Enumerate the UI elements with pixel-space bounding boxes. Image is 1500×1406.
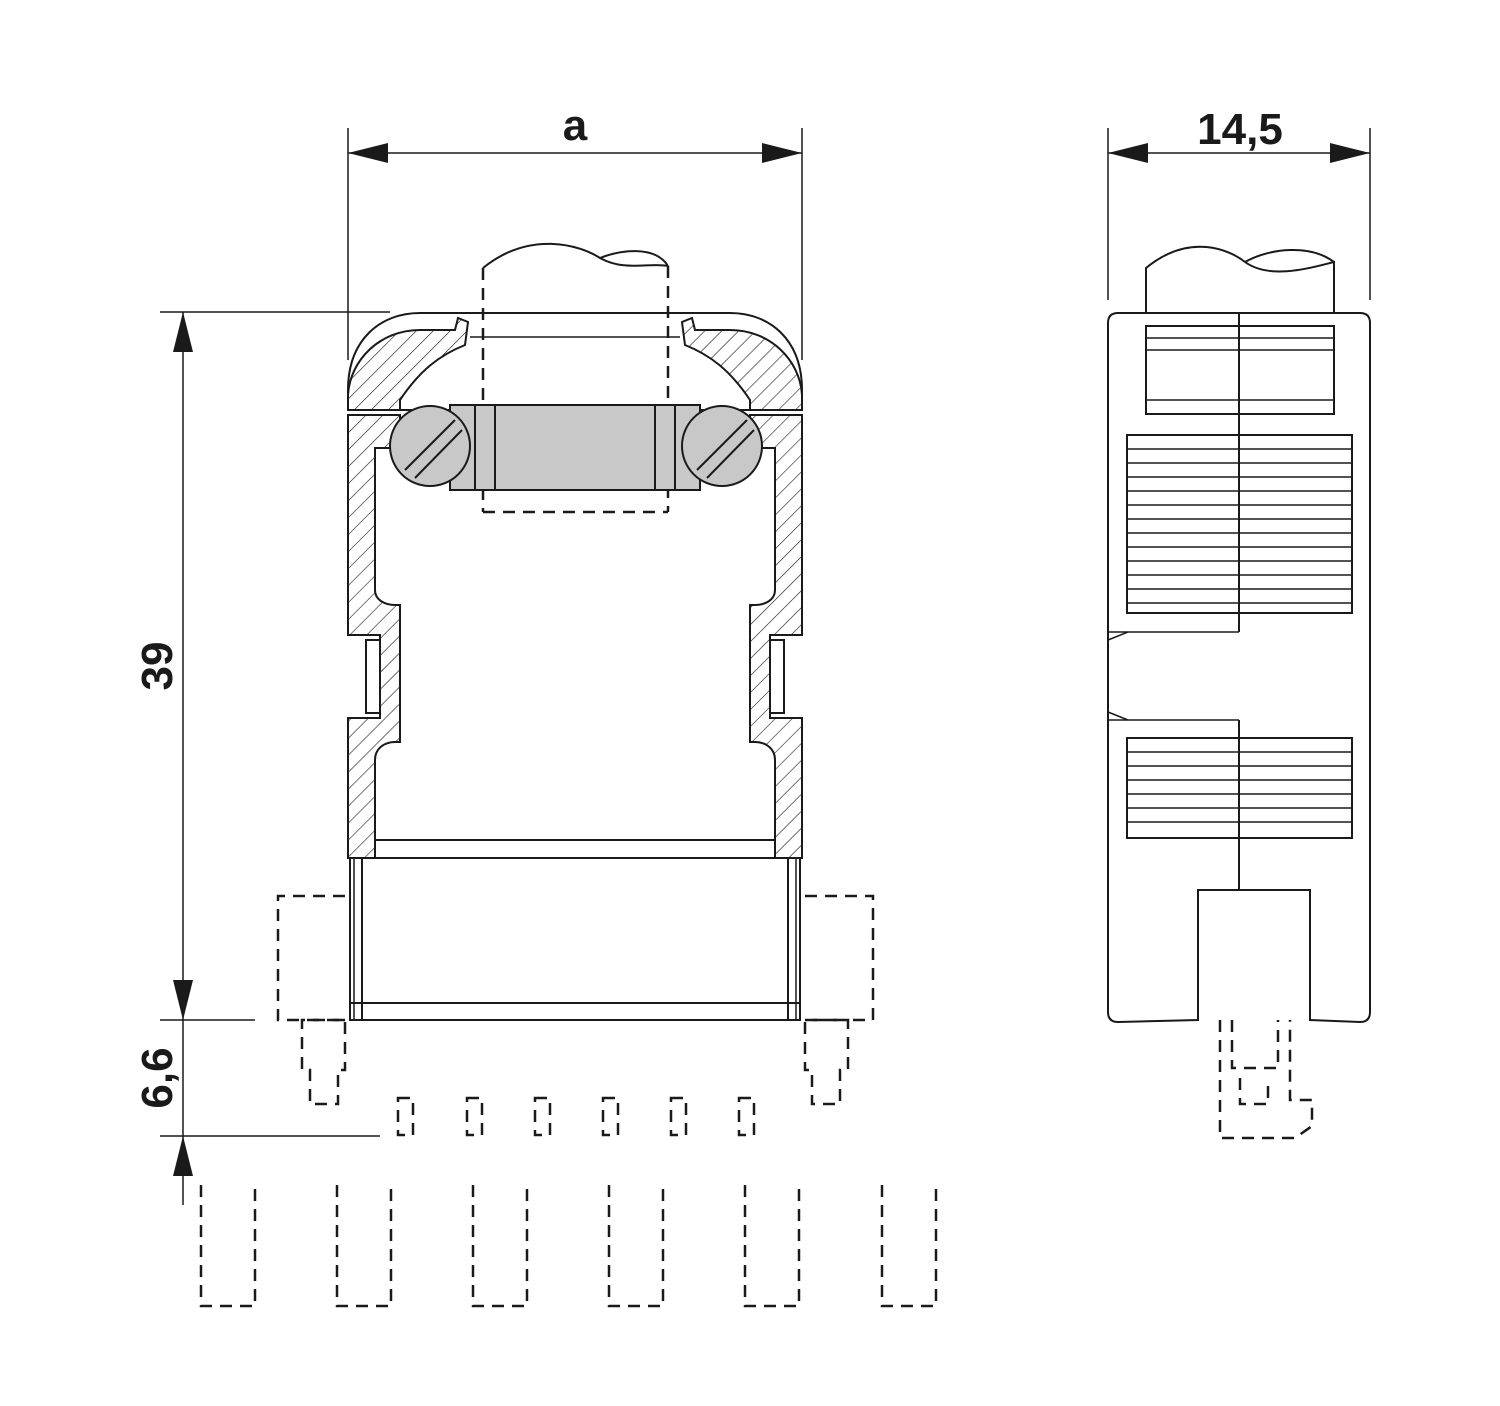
dimension-label-14-5: 14,5 xyxy=(1197,105,1283,154)
front-view: a 39 6,6 xyxy=(133,101,938,1308)
dimension-39: 39 xyxy=(133,311,390,1021)
lower-body xyxy=(349,839,801,1021)
side-body xyxy=(1107,312,1371,1024)
side-low-ribs xyxy=(1126,737,1353,839)
side-top-ribs xyxy=(1145,325,1335,415)
side-cable xyxy=(1145,245,1335,313)
dimension-label-39: 39 xyxy=(133,642,182,691)
dimension-label-6-6: 6,6 xyxy=(133,1047,182,1108)
dimension-14-5: 14,5 xyxy=(1107,105,1371,300)
dashed-pins-large xyxy=(199,1185,938,1308)
dimension-6-6: 6,6 xyxy=(133,1020,380,1205)
dimension-label-a: a xyxy=(563,101,588,150)
housing-cap xyxy=(347,312,803,411)
dashed-pins-small xyxy=(396,1096,756,1137)
side-mid-ribs xyxy=(1126,434,1353,614)
dimension-a: a xyxy=(347,101,803,360)
screw-assembly xyxy=(389,404,763,491)
dashed-feet xyxy=(276,894,875,1106)
side-view: 14,5 xyxy=(1107,105,1371,1140)
side-dashed-pin xyxy=(1218,1020,1314,1140)
